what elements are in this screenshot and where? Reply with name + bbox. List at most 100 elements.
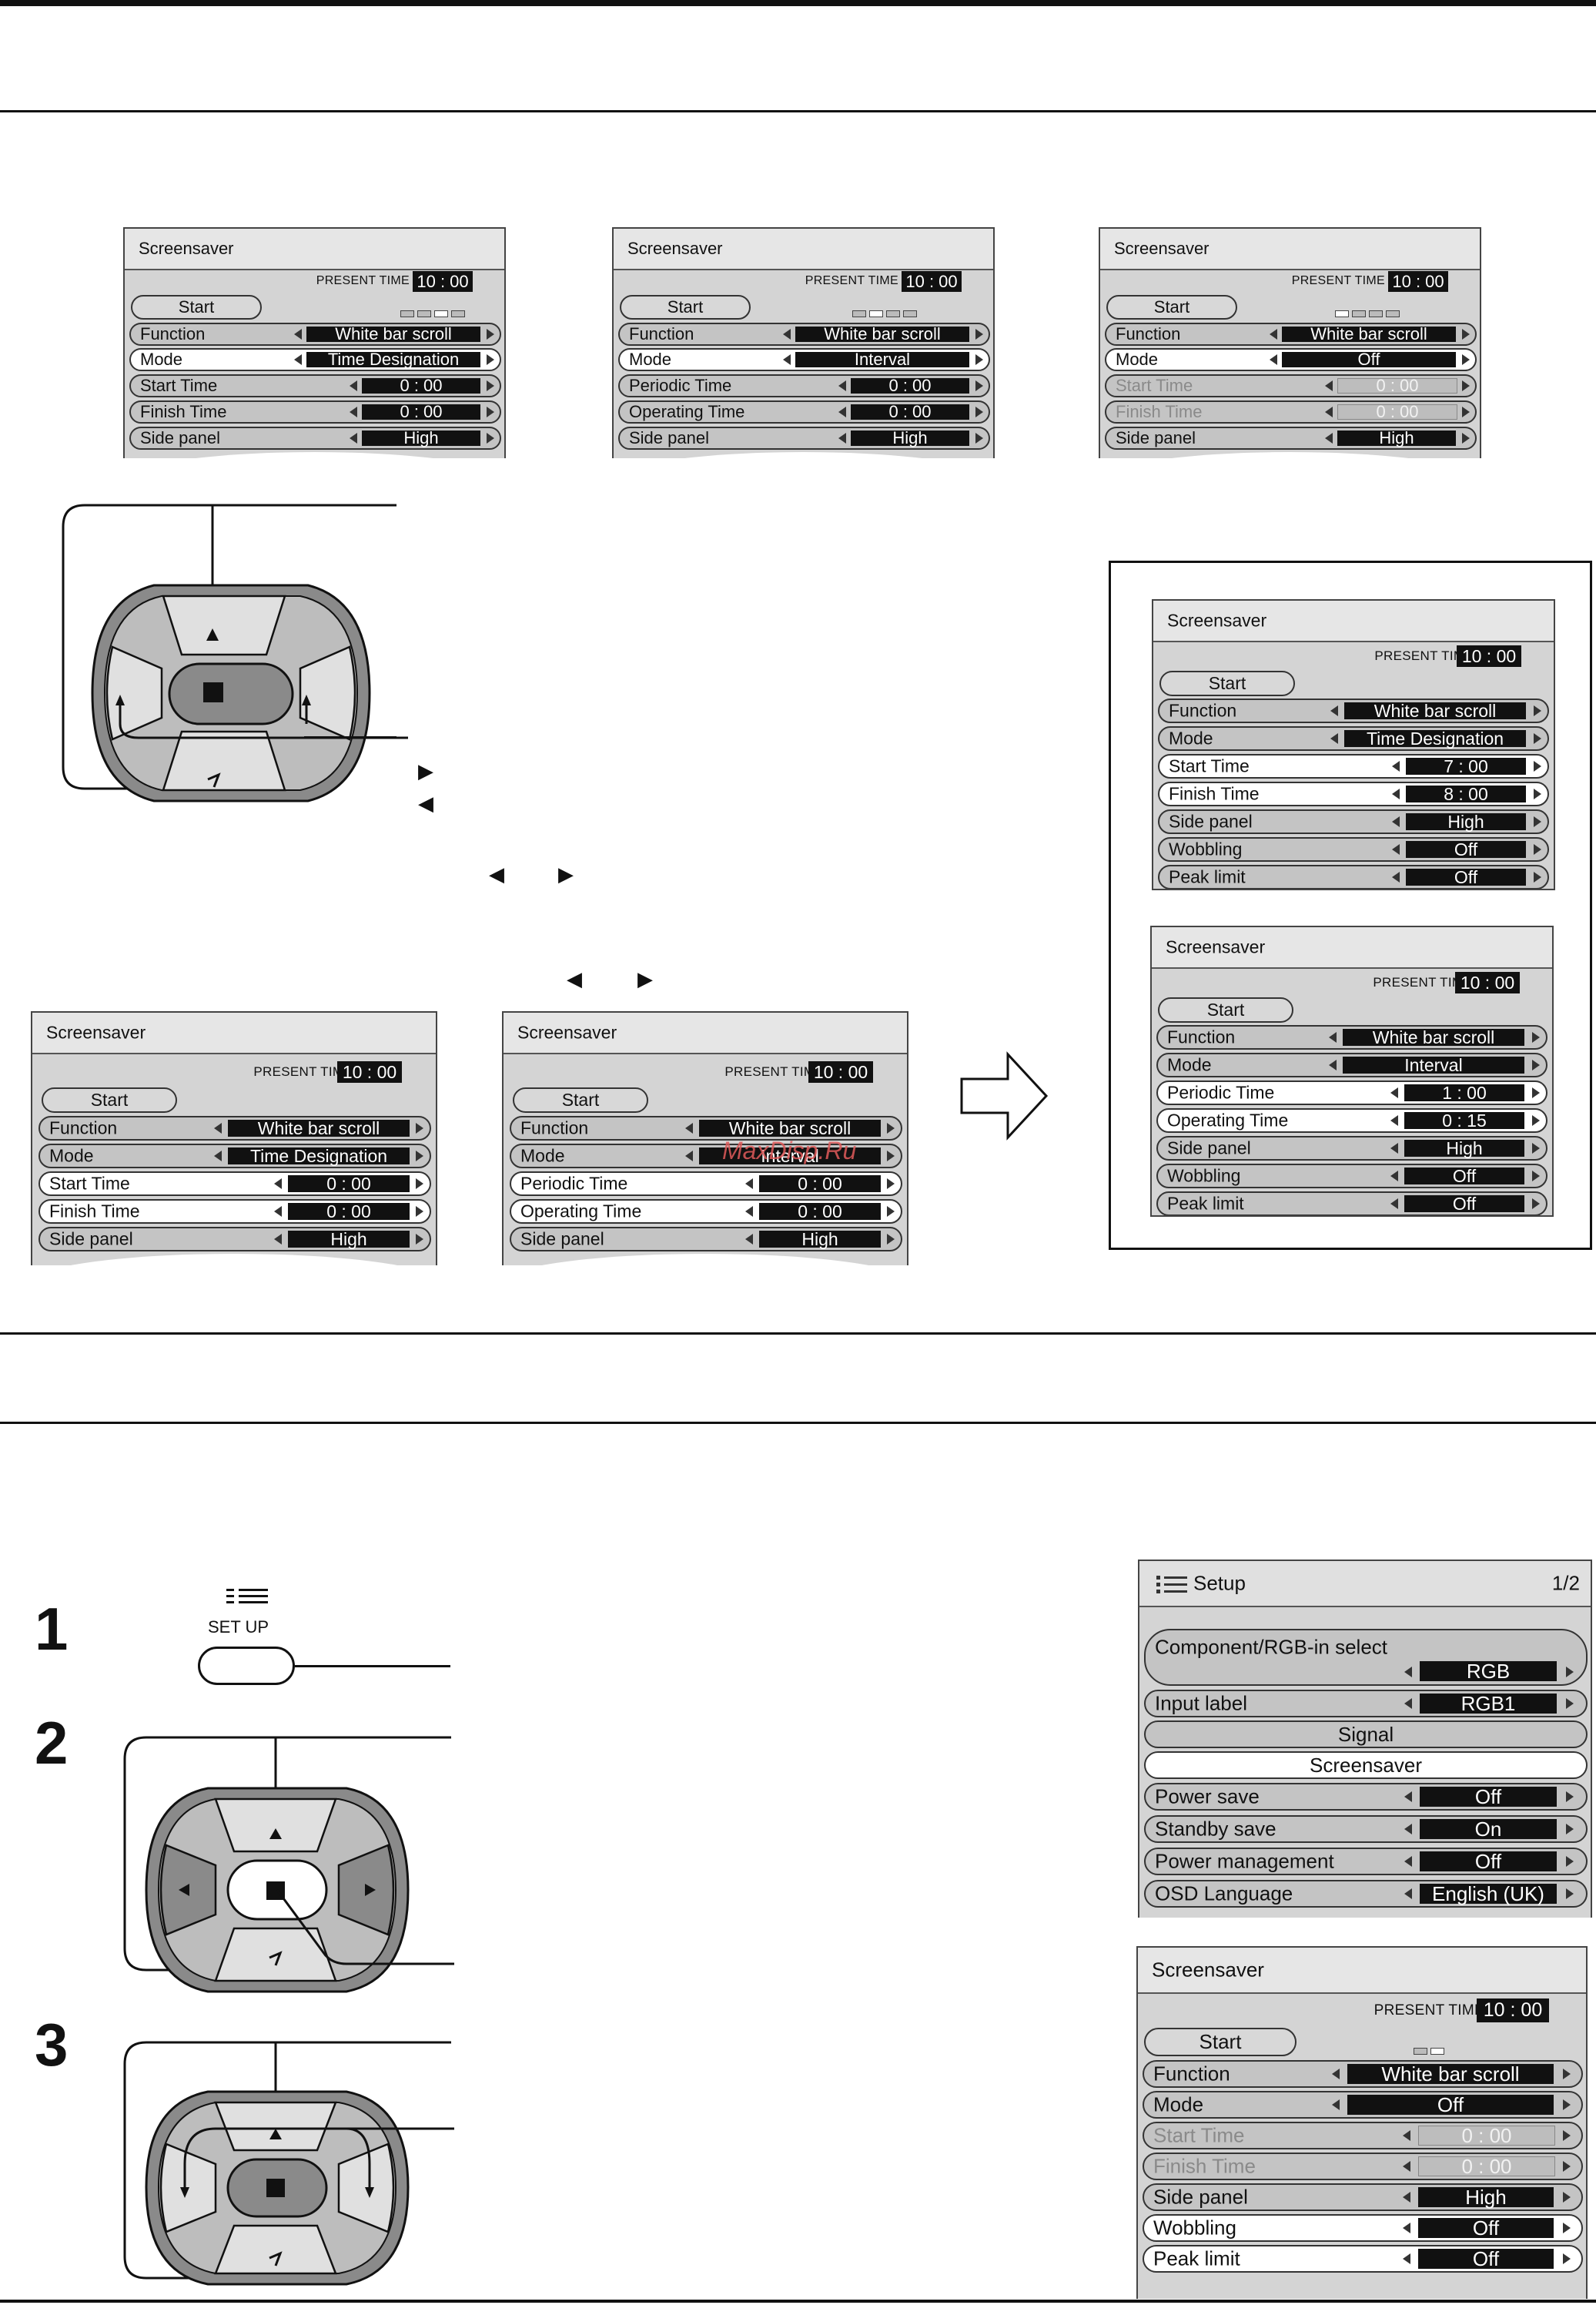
left-arrow-icon[interactable] bbox=[1392, 844, 1400, 855]
left-arrow-icon[interactable] bbox=[1390, 1143, 1398, 1154]
left-arrow-icon[interactable] bbox=[274, 1206, 282, 1217]
left-arrow-icon[interactable] bbox=[350, 380, 357, 391]
row-peak-limit[interactable]: Peak limit Off bbox=[1158, 865, 1549, 889]
right-arrow-icon[interactable] bbox=[887, 1206, 895, 1217]
left-arrow-icon[interactable] bbox=[745, 1178, 753, 1189]
start-button[interactable]: Start bbox=[1159, 671, 1295, 696]
right-arrow-icon[interactable] bbox=[1532, 1198, 1540, 1209]
row-osd-language[interactable]: OSD Language English (UK) bbox=[1144, 1880, 1588, 1908]
left-arrow-icon[interactable] bbox=[1390, 1115, 1398, 1126]
row-function[interactable]: Function White bar scroll bbox=[129, 323, 501, 346]
right-arrow-icon[interactable] bbox=[1566, 1667, 1574, 1677]
right-arrow-icon[interactable] bbox=[1532, 1032, 1540, 1043]
left-arrow-icon[interactable] bbox=[1392, 816, 1400, 827]
row-side-panel[interactable]: Side panel High bbox=[38, 1227, 431, 1251]
left-arrow-icon[interactable] bbox=[685, 1123, 693, 1134]
row-function[interactable]: Function White bar scroll bbox=[618, 323, 990, 346]
row-periodic-time[interactable]: Periodic Time 1 : 00 bbox=[1156, 1080, 1547, 1105]
start-button[interactable]: Start bbox=[42, 1087, 177, 1113]
right-arrow-icon[interactable] bbox=[1563, 2099, 1571, 2110]
right-arrow-icon[interactable] bbox=[1566, 1824, 1574, 1834]
setup-button[interactable] bbox=[198, 1647, 295, 1685]
right-arrow-icon[interactable] bbox=[416, 1234, 423, 1245]
left-arrow-icon[interactable] bbox=[1325, 433, 1333, 444]
right-arrow-icon[interactable] bbox=[1566, 1888, 1574, 1899]
row-wobbling[interactable]: Wobbling Off bbox=[1158, 837, 1549, 862]
row-start-time[interactable]: Start Time 7 : 00 bbox=[1158, 754, 1549, 779]
row-peak-limit[interactable]: Peak limit Off bbox=[1156, 1191, 1547, 1215]
row-mode[interactable]: Mode Interval bbox=[510, 1144, 902, 1168]
left-arrow-icon[interactable] bbox=[1390, 1198, 1398, 1209]
row-wobbling[interactable]: Wobbling Off bbox=[1156, 1164, 1547, 1188]
right-arrow-icon[interactable] bbox=[416, 1206, 423, 1217]
right-arrow-icon[interactable] bbox=[1534, 705, 1541, 716]
right-arrow-icon[interactable] bbox=[487, 329, 494, 340]
right-arrow-icon[interactable] bbox=[1534, 733, 1541, 744]
left-arrow-icon[interactable] bbox=[838, 433, 846, 444]
row-side-panel[interactable]: Side panel High bbox=[1156, 1136, 1547, 1161]
left-arrow-icon[interactable] bbox=[1332, 2069, 1340, 2079]
right-arrow-icon[interactable] bbox=[1534, 872, 1541, 883]
row-side-panel[interactable]: Side panel High bbox=[1105, 427, 1477, 450]
row-wobbling[interactable]: Wobbling Off bbox=[1143, 2214, 1583, 2242]
left-arrow-icon[interactable] bbox=[1404, 1824, 1412, 1834]
row-input-label[interactable]: Input label RGB1 bbox=[1144, 1690, 1588, 1717]
right-arrow-icon[interactable] bbox=[416, 1123, 423, 1134]
row-mode[interactable]: Mode Off bbox=[1105, 348, 1477, 371]
right-arrow-icon[interactable] bbox=[887, 1151, 895, 1161]
right-arrow-icon[interactable] bbox=[1566, 1698, 1574, 1709]
left-arrow-icon[interactable] bbox=[1403, 2192, 1410, 2203]
right-arrow-icon[interactable] bbox=[1534, 789, 1541, 799]
start-button[interactable]: Start bbox=[513, 1087, 648, 1113]
row-function[interactable]: Function White bar scroll bbox=[510, 1116, 902, 1141]
right-arrow-icon[interactable] bbox=[1534, 844, 1541, 855]
right-arrow-icon[interactable] bbox=[975, 380, 983, 391]
left-arrow-icon[interactable] bbox=[350, 433, 357, 444]
left-arrow-icon[interactable] bbox=[1403, 2253, 1410, 2264]
row-periodic-time[interactable]: Periodic Time 0 : 00 bbox=[618, 374, 990, 397]
start-button[interactable]: Start bbox=[131, 295, 262, 320]
right-arrow-icon[interactable] bbox=[487, 407, 494, 417]
row-mode[interactable]: Mode Interval bbox=[618, 348, 990, 371]
row-start-time[interactable]: Start Time 0 : 00 bbox=[38, 1171, 431, 1196]
right-arrow-icon[interactable] bbox=[1532, 1115, 1540, 1126]
left-arrow-icon[interactable] bbox=[783, 329, 791, 340]
right-arrow-icon[interactable] bbox=[1563, 2069, 1571, 2079]
start-button[interactable]: Start bbox=[1106, 295, 1237, 320]
left-arrow-icon[interactable] bbox=[1404, 1791, 1412, 1802]
left-arrow-icon[interactable] bbox=[1329, 1032, 1337, 1043]
left-arrow-icon[interactable] bbox=[1392, 789, 1400, 799]
right-arrow-icon[interactable] bbox=[416, 1178, 423, 1189]
left-arrow-icon[interactable] bbox=[745, 1206, 753, 1217]
right-arrow-icon[interactable] bbox=[487, 433, 494, 444]
row-mode[interactable]: Mode Time Designation bbox=[1158, 726, 1549, 751]
right-arrow-icon[interactable] bbox=[1462, 329, 1470, 340]
left-arrow-icon[interactable] bbox=[838, 407, 846, 417]
left-arrow-icon[interactable] bbox=[274, 1234, 282, 1245]
left-arrow-icon[interactable] bbox=[685, 1151, 693, 1161]
row-peak-limit[interactable]: Peak limit Off bbox=[1143, 2245, 1583, 2273]
left-arrow-icon[interactable] bbox=[1404, 1698, 1412, 1709]
row-power-management[interactable]: Power management Off bbox=[1144, 1848, 1588, 1875]
start-button[interactable]: Start bbox=[620, 295, 751, 320]
left-arrow-icon[interactable] bbox=[294, 354, 302, 365]
right-arrow-icon[interactable] bbox=[975, 354, 983, 365]
left-arrow-icon[interactable] bbox=[214, 1123, 222, 1134]
row-function[interactable]: Function White bar scroll bbox=[1158, 699, 1549, 723]
left-arrow-icon[interactable] bbox=[1330, 705, 1338, 716]
row-function[interactable]: Function White bar scroll bbox=[38, 1116, 431, 1141]
right-arrow-icon[interactable] bbox=[975, 329, 983, 340]
row-side-panel[interactable]: Side panel High bbox=[1143, 2183, 1583, 2211]
right-arrow-icon[interactable] bbox=[487, 380, 494, 391]
row-start-time[interactable]: Start Time 0 : 00 bbox=[129, 374, 501, 397]
start-button[interactable]: Start bbox=[1158, 997, 1293, 1023]
left-arrow-icon[interactable] bbox=[1404, 1856, 1412, 1867]
right-arrow-icon[interactable] bbox=[1462, 433, 1470, 444]
left-arrow-icon[interactable] bbox=[783, 354, 791, 365]
row-operating-time[interactable]: Operating Time 0 : 15 bbox=[1156, 1108, 1547, 1133]
left-arrow-icon[interactable] bbox=[1392, 872, 1400, 883]
right-arrow-icon[interactable] bbox=[1534, 761, 1541, 772]
right-arrow-icon[interactable] bbox=[975, 407, 983, 417]
row-function[interactable]: Function White bar scroll bbox=[1105, 323, 1477, 346]
right-arrow-icon[interactable] bbox=[887, 1178, 895, 1189]
